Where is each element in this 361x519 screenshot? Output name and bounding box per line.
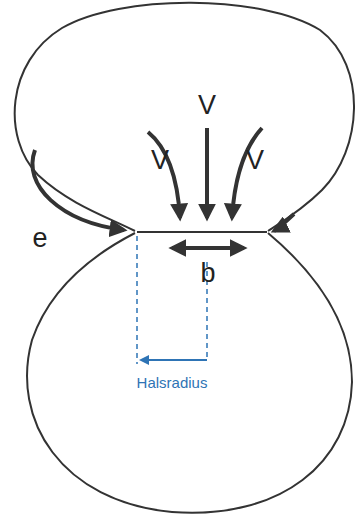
neck-width-label: b [200, 260, 215, 287]
neck-radius-label: Halsradius [137, 375, 208, 390]
flux-label: V [246, 147, 264, 174]
flux-label: e [32, 225, 47, 252]
width-arrow [172, 246, 244, 250]
flow-arrow [32, 150, 124, 230]
flow-arrow [274, 214, 294, 231]
grain-boundary [137, 231, 267, 233]
flux-label: V [198, 92, 216, 119]
dashed-guide [136, 236, 138, 364]
radius-arrow [141, 359, 207, 361]
flow-arrow [148, 132, 180, 218]
lower-particle [27, 233, 352, 513]
flow-arrow [205, 128, 209, 218]
upper-particle [15, 3, 354, 231]
flux-label: V [151, 147, 169, 174]
